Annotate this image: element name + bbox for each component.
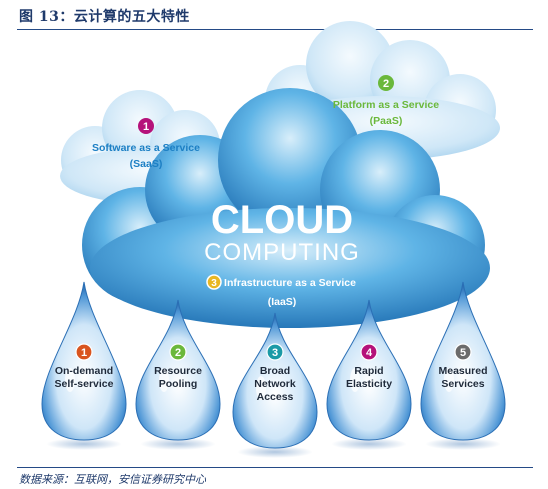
service-badge: [138, 118, 154, 134]
drop-label-line: Services: [441, 378, 484, 390]
drop-highlight: [444, 368, 454, 392]
drop-shadow: [331, 438, 407, 450]
source-note: 数据来源：互联网，安信证券研究中心: [19, 473, 206, 486]
drop-shape: [420, 281, 506, 441]
service-abbreviation: (IaaS): [268, 296, 297, 308]
drop-shape: [232, 312, 318, 449]
drop-label-line: Measured: [438, 365, 487, 377]
drop-shadow: [425, 438, 501, 450]
cloud-title: CLOUD: [211, 198, 353, 242]
service-number: 1: [143, 121, 149, 133]
source-rule: [17, 467, 533, 468]
drop-shape: [41, 281, 127, 441]
service-3: 3 Infrastructure as a Service (IaaS): [206, 274, 356, 308]
service-name: Software as a Service: [92, 142, 200, 154]
drop-label-line: Pooling: [159, 378, 198, 390]
drop-badge: [454, 343, 472, 361]
cloud-computing-cloud: [82, 88, 490, 328]
drop-shadow: [46, 438, 122, 450]
drop-badge: [75, 343, 93, 361]
drop-label-line: On-demand: [55, 365, 113, 377]
service-badge: [206, 274, 222, 290]
drop-highlight: [65, 368, 75, 392]
service-abbreviation: (SaaS): [130, 158, 163, 170]
service-name: Platform as a Service: [333, 99, 439, 111]
drop-number: 4: [366, 347, 373, 359]
title-rule: [17, 29, 533, 30]
drop-shadow: [237, 446, 313, 458]
drop-label-line: Self-service: [55, 378, 114, 390]
drop-number: 1: [81, 347, 87, 359]
figure-title: 图 13：云计算的五大特性: [19, 9, 190, 25]
drop-shape: [135, 299, 221, 441]
drop-number: 5: [460, 347, 466, 359]
drop-highlight: [159, 368, 169, 392]
drop-number: 3: [272, 347, 278, 359]
service-number: 2: [383, 78, 389, 90]
drop-shape: [326, 299, 412, 441]
drop-label-line: Resource: [154, 365, 202, 377]
characteristic-drops: 1On-demandSelf-service2ResourcePooling3B…: [41, 281, 506, 458]
drop-label-line: Rapid: [354, 365, 383, 377]
drop-badge: [360, 343, 378, 361]
drop-number: 2: [175, 347, 181, 359]
drop-label-line: Network: [254, 378, 296, 390]
service-badge: [378, 75, 394, 91]
drop-highlight: [350, 368, 360, 392]
drop-highlight: [256, 376, 266, 400]
drop-label-line: Broad: [260, 365, 290, 377]
cloud-subtitle: COMPUTING: [204, 239, 360, 266]
service-abbreviation: (PaaS): [370, 115, 403, 127]
drop-badge: [169, 343, 187, 361]
drop-badge: [266, 343, 284, 361]
drop-label-line: Access: [257, 391, 294, 403]
service-number: 3: [211, 278, 217, 289]
drop-label-line: Elasticity: [346, 378, 392, 390]
service-name: Infrastructure as a Service: [224, 277, 356, 289]
drop-shadow: [140, 438, 216, 450]
